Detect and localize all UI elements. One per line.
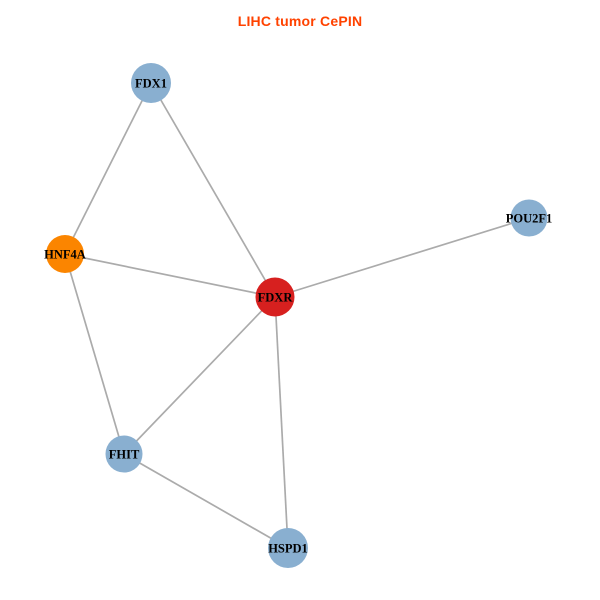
edge-HNF4A-FHIT (64, 253, 125, 455)
edge-FDXR-HSPD1 (274, 296, 289, 549)
node-label-POU2F1: POU2F1 (506, 211, 553, 225)
node-label-FDXR: FDXR (258, 290, 294, 304)
edge-HNF4A-FDXR (64, 253, 276, 298)
node-HNF4A (46, 235, 84, 273)
plot-title: LIHC tumor CePIN (237, 13, 363, 29)
node-label-FDX1: FDX1 (135, 76, 167, 90)
edge-FDX1-FDXR (150, 82, 276, 298)
edge-FDXR-FHIT (123, 296, 276, 455)
edge-FDX1-HNF4A (64, 82, 152, 255)
node-label-FHIT: FHIT (109, 447, 140, 461)
node-HSPD1 (268, 528, 308, 568)
node-FDXR (255, 277, 295, 317)
node-label-HSPD1: HSPD1 (268, 541, 308, 555)
node-FDX1 (131, 63, 171, 103)
node-POU2F1 (510, 199, 548, 237)
node-FHIT (105, 435, 143, 473)
node-label-HNF4A: HNF4A (44, 247, 86, 261)
edge-FDXR-POU2F1 (274, 217, 530, 298)
edge-FHIT-HSPD1 (123, 453, 289, 549)
